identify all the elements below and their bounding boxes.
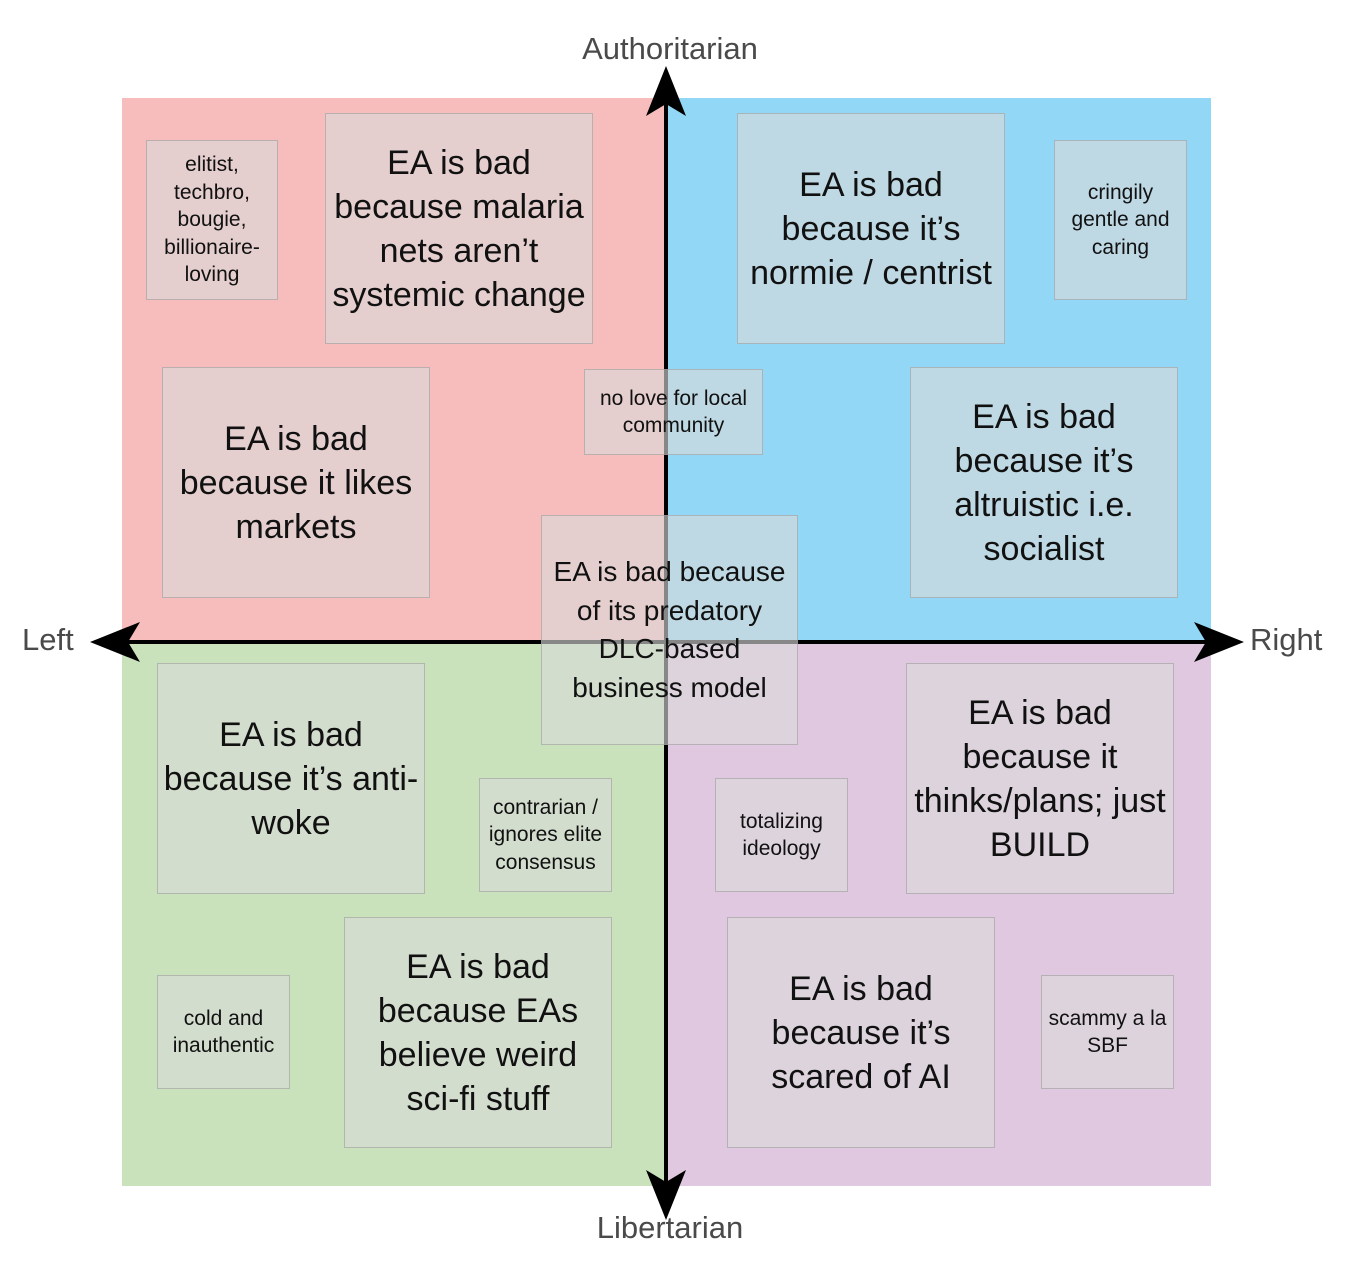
arrow-left-icon [90, 622, 140, 662]
box-gentle-caring-text: cringily gentle and caring [1071, 180, 1170, 259]
box-normie-centrist: EA is bad because it’s normie / centrist [737, 113, 1005, 344]
box-dlc-model: EA is bad because of its predatory DLC-b… [541, 515, 798, 745]
box-altruistic-socialist: EA is bad because it’s altruistic i.e. s… [910, 367, 1178, 598]
box-cold-inauthentic-text: cold and inauthentic [172, 1006, 275, 1058]
box-just-build-text: EA is bad because it thinks/plans; just … [914, 693, 1166, 864]
box-malaria-nets-text: EA is bad because malaria nets aren’t sy… [332, 143, 586, 314]
axis-label-right: Right [1250, 622, 1323, 657]
box-sci-fi: EA is bad because EAs believe weird sci-… [344, 917, 612, 1148]
box-normie-centrist-text: EA is bad because it’s normie / centrist [750, 165, 992, 292]
box-anti-woke-text: EA is bad because it’s anti-woke [163, 715, 419, 842]
box-scared-of-ai-text: EA is bad because it’s scared of AI [771, 969, 951, 1096]
box-cold-inauthentic: cold and inauthentic [157, 975, 290, 1089]
box-dlc-model-text: EA is bad because of its predatory DLC-b… [553, 556, 786, 703]
box-elitist-text: elitist, techbro, bougie, billionaire-lo… [164, 153, 260, 287]
arrow-up-icon [646, 66, 686, 116]
box-likes-markets-text: EA is bad because it likes markets [179, 419, 413, 546]
box-malaria-nets: EA is bad because malaria nets aren’t sy… [325, 113, 593, 344]
box-sci-fi-text: EA is bad because EAs believe weird sci-… [377, 947, 579, 1118]
box-elitist: elitist, techbro, bougie, billionaire-lo… [146, 140, 278, 300]
axis-label-authoritarian: Authoritarian [582, 31, 758, 66]
box-totalizing: totalizing ideology [715, 778, 848, 892]
box-altruistic-socialist-text: EA is bad because it’s altruistic i.e. s… [954, 397, 1134, 568]
box-scammy-text: scammy a la SBF [1048, 1006, 1167, 1058]
box-scammy: scammy a la SBF [1041, 975, 1174, 1089]
box-contrarian-text: contrarian / ignores elite consensus [488, 795, 603, 874]
box-scared-of-ai: EA is bad because it’s scared of AI [727, 917, 995, 1148]
axis-label-left: Left [22, 622, 74, 657]
box-gentle-caring: cringily gentle and caring [1054, 140, 1187, 300]
box-likes-markets: EA is bad because it likes markets [162, 367, 430, 598]
box-anti-woke: EA is bad because it’s anti-woke [157, 663, 425, 894]
box-totalizing-text: totalizing ideology [740, 809, 823, 861]
box-contrarian: contrarian / ignores elite consensus [479, 778, 612, 892]
arrow-down-icon [646, 1170, 686, 1220]
axis-label-libertarian: Libertarian [596, 1210, 744, 1245]
box-local-community-text: no love for local community [599, 386, 748, 438]
arrow-right-icon [1194, 622, 1244, 662]
box-local-community: no love for local community [584, 369, 763, 455]
box-just-build: EA is bad because it thinks/plans; just … [906, 663, 1174, 894]
